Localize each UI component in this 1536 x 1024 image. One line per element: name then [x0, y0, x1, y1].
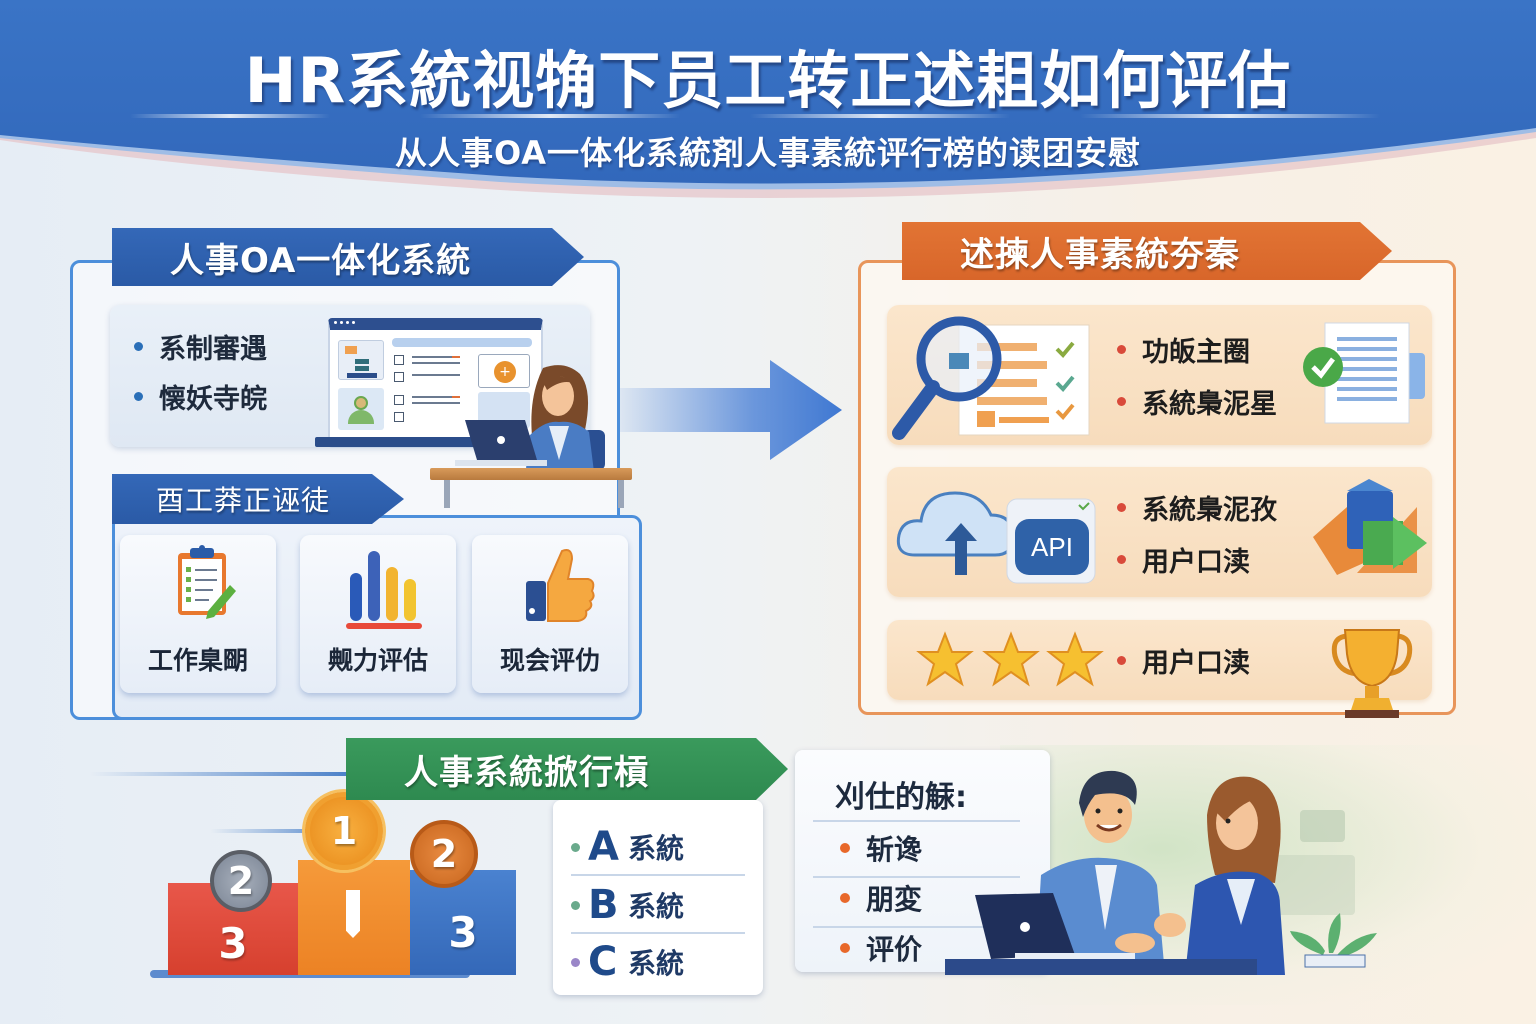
bullet-dot-icon — [1117, 344, 1126, 354]
eval-card-label: 现会评仂 — [499, 646, 600, 675]
podium-block-left: 3 — [168, 883, 298, 975]
banner-background — [0, 0, 1536, 199]
feature-item: 系統梟泥星 — [1117, 375, 1277, 427]
bullet-dot-icon — [840, 893, 850, 903]
bar-chart-icon — [300, 543, 456, 633]
oa-system-heading: 人事OA一体化系統 — [170, 240, 472, 281]
bullet-dot-icon — [840, 943, 850, 953]
eval-card-peer-review[interactable]: 现会评仂 — [472, 535, 628, 693]
feature-item: 功皈主圈 — [1117, 323, 1277, 375]
magnifier-checklist-icon — [892, 316, 1090, 440]
review-item: 用户口渎 — [1117, 634, 1250, 686]
eval-card-label: 觍力评估 — [327, 646, 428, 675]
checkbox-icon — [394, 372, 404, 382]
trophy-icon — [1331, 629, 1413, 718]
review-list: 用户口渎 — [1117, 634, 1250, 686]
org-chart-tile-icon — [338, 340, 384, 380]
comparison-item: 评价 — [840, 928, 922, 968]
eval-card-work-performance[interactable]: 工作臬朙 — [120, 535, 276, 693]
page-title: HR系統视觕下员工转正述耝如何评估 — [244, 44, 1292, 117]
title-divider — [130, 114, 330, 118]
page-subtitle: 从人事OA一体化系統剤人事素統评行榜的读团安慰 — [394, 134, 1142, 172]
checkbox-icon — [394, 412, 404, 422]
bullet-dot-icon — [1117, 655, 1126, 665]
evaluation-ribbon: 酉工莽正诬徒 — [112, 474, 404, 524]
ranking-ribbon: 人事系統掀行槓 — [346, 738, 788, 800]
selection-card-reviews[interactable]: 用户口渎 — [887, 620, 1432, 718]
comparison-item: 斩谗 — [840, 828, 922, 868]
thumbs-up-icon — [472, 543, 628, 633]
woman-at-laptop-illustration — [455, 365, 605, 480]
ranking-heading: 人事系統掀行槓 — [404, 752, 649, 793]
desk-illustration — [430, 468, 632, 480]
search-bar — [392, 338, 532, 347]
colleagues-meeting-illustration — [945, 770, 1377, 975]
hr-selection-ribbon: 述揀人事素統夯秦 — [902, 222, 1392, 280]
gold-medal-icon: 1 — [305, 792, 383, 870]
checkbox-icon — [394, 395, 404, 405]
bronze-medal-icon: 2 — [410, 820, 478, 888]
header-banner: HR系統视觕下员工转正述耝如何评估 从人事OA一体化系統剤人事素統评行榜的读团安… — [0, 0, 1536, 210]
monitor-stand — [315, 437, 525, 447]
window-dots-icon — [334, 321, 355, 324]
bullet-dot-icon — [571, 900, 580, 910]
ranking-row-b[interactable]: B 系統 — [571, 878, 745, 934]
flow-arrow-icon — [620, 360, 842, 460]
title-divider — [1080, 114, 1380, 118]
bullet-dot-icon — [1117, 502, 1126, 512]
bullet-dot-icon — [840, 843, 850, 853]
document-check-icon — [1303, 322, 1425, 424]
selection-card-integration[interactable]: API 系統梟泥孜 用户口渎 — [887, 467, 1432, 597]
clipboard-checklist-icon — [120, 543, 276, 633]
bullet-dot-icon — [1117, 396, 1126, 406]
three-stars-icon — [916, 631, 1104, 687]
ranking-row-c[interactable]: C 系統 — [571, 934, 745, 990]
integration-list: 系統梟泥孜 用户口渎 — [1117, 481, 1277, 585]
oa-system-ribbon: 人事OA一体化系統 — [112, 228, 584, 286]
bullet-dot-icon — [571, 842, 580, 852]
podium-block-right: 3 — [410, 870, 516, 975]
integration-item: 系統梟泥孜 — [1117, 481, 1277, 533]
ranking-row-a[interactable]: A 系統 — [571, 820, 745, 876]
podium-block-center — [298, 860, 410, 975]
bullet-dot-icon — [571, 957, 580, 967]
integration-item: 用户口渎 — [1117, 533, 1277, 585]
bullet-dot-icon — [134, 391, 143, 401]
eval-card-label: 工作臬朙 — [147, 646, 248, 675]
evaluation-heading: 酉工莽正诬徒 — [156, 484, 331, 517]
system-ranking-list: A 系統 B 系統 C 系統 — [553, 800, 763, 995]
bullet-dot-icon — [134, 341, 143, 351]
svg-text:API: API — [1031, 532, 1073, 562]
feature-list: 功皈主圈 系統梟泥星 — [1117, 323, 1277, 427]
oa-feature-label: 系制審遇 — [159, 333, 267, 365]
title-divider — [750, 114, 1010, 118]
bullet-dot-icon — [1117, 554, 1126, 564]
selection-card-features[interactable]: 功皈主圈 系統梟泥星 — [887, 305, 1432, 445]
eval-card-ability-assessment[interactable]: 觍力评估 — [300, 535, 456, 693]
hr-selection-heading: 述揀人事素統夯秦 — [960, 234, 1240, 275]
cloud-api-icon: API — [896, 491, 1096, 584]
oa-feature-item: 系制審遇 — [134, 321, 267, 371]
comparison-title: 刈仕的觨: — [835, 780, 967, 815]
integration-shapes-icon — [1313, 479, 1427, 575]
comparison-item: 朋変 — [840, 878, 922, 918]
checkbox-icon — [394, 355, 404, 365]
oa-feature-label: 懐妖寺皖 — [159, 383, 267, 415]
oa-feature-list: 系制審遇 懐妖寺皖 — [134, 321, 267, 421]
badge-tile-icon: + — [478, 354, 530, 388]
silver-medal-icon: 2 — [210, 850, 272, 912]
oa-feature-item: 懐妖寺皖 — [134, 371, 267, 421]
ribbon-tail-icon — [346, 890, 360, 938]
user-avatar-tile-icon — [338, 388, 384, 430]
title-divider — [420, 114, 680, 118]
